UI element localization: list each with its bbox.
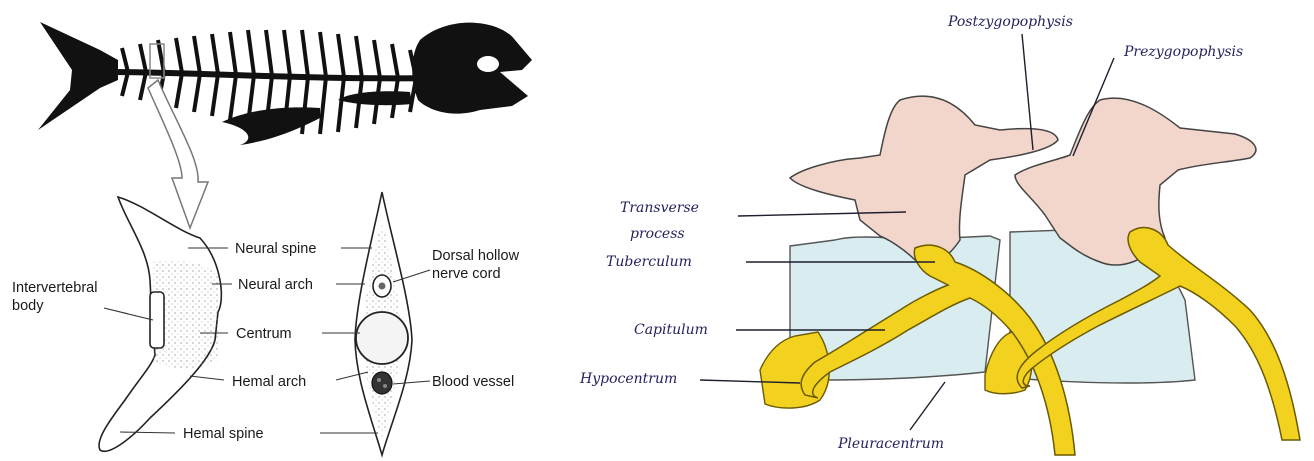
label-pleurocentrum: Pleuracentrum [837,436,944,452]
label-blood-vessel: Blood vessel [432,374,514,390]
centrum-disc [356,312,408,364]
label-intervertebral-line2: body [12,298,44,314]
tetrapod-vertebrae [760,96,1300,455]
label-dorsal-line2: nerve cord [432,266,501,282]
label-hemal-spine: Hemal spine [183,426,264,442]
fish-head [412,23,532,114]
label-hemal-arch: Hemal arch [232,374,306,390]
pectoral-fin [338,91,412,105]
fish-vertebra-cross-section [355,192,412,455]
label-tuberculum: Tuberculum [606,254,692,270]
label-prezygapophysis: Prezygopophysis [1123,44,1243,60]
label-capitulum: Capitulum [634,322,708,338]
label-dorsal-line1: Dorsal hollow [432,248,520,264]
blood-vessel [372,372,392,394]
fish-vertebra-lateral [99,197,221,451]
label-transverse-line2: process [630,226,685,242]
label-hypocentrum: Hypocentrum [579,371,677,387]
label-centrum: Centrum [236,326,292,342]
label-transverse-line1: Transverse [620,200,699,216]
label-neural-arch: Neural arch [238,277,313,293]
label-postzygapophysis: Postzygopophysis [947,14,1073,30]
fish-skeleton [38,22,532,145]
label-intervertebral-line1: Intervertebral [12,280,97,296]
fish-tail [38,22,118,130]
fish-eye [477,56,499,72]
pelvic-fin [222,107,320,145]
label-neural-spine: Neural spine [235,241,316,257]
fish-labels: Neural spine Neural arch Centrum Hemal a… [12,241,520,442]
